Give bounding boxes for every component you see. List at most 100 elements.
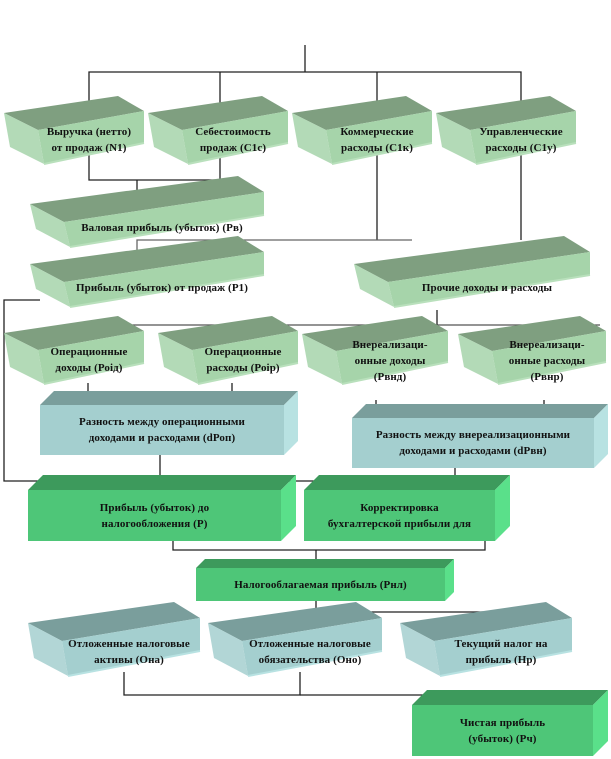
node-label-line: обязательства (Оно) bbox=[258, 653, 362, 666]
box-shape bbox=[158, 316, 299, 385]
box-top-face bbox=[352, 404, 608, 418]
box-front-face bbox=[40, 405, 284, 455]
box-shape bbox=[28, 602, 201, 677]
box-front-face bbox=[352, 418, 594, 468]
box-front-face bbox=[470, 111, 576, 164]
box-front-face bbox=[434, 618, 572, 676]
box-side-face bbox=[354, 264, 394, 307]
box-side-face bbox=[30, 264, 70, 307]
node-nonoperating-income: Внереализаци-онные доходы(Рвнд) bbox=[302, 312, 449, 385]
box-front-face bbox=[242, 618, 382, 676]
node-label-line: Отложенные налоговые bbox=[68, 637, 190, 650]
connector bbox=[123, 672, 301, 696]
node-label: Валовая прибыль (убыток) (Рв) bbox=[60, 214, 264, 241]
connector bbox=[88, 155, 221, 181]
box-side-face bbox=[4, 333, 44, 384]
node-label-line: Чистая прибыль bbox=[459, 716, 546, 729]
box-top-face bbox=[28, 602, 200, 641]
node-label-line: Разность между внереализационными bbox=[375, 429, 571, 441]
box-front-face bbox=[38, 111, 144, 164]
node-label-line: Разность между операционными bbox=[79, 416, 245, 428]
node-nonoperating-expenses: Внереализаци-онные расходы (Рвнр) bbox=[458, 312, 607, 385]
box-top-face bbox=[148, 96, 288, 130]
box-shape bbox=[400, 602, 573, 677]
node-net-profit: Чистая прибыль(убыток) (Рч) bbox=[412, 690, 608, 756]
node-label-line: Прибыль (убыток) от продаж (Р1) bbox=[75, 281, 249, 294]
box-side-face bbox=[458, 334, 498, 384]
node-label-line: прибыль (Нр) bbox=[465, 653, 537, 666]
box-top-face bbox=[304, 475, 510, 490]
box-front-face bbox=[412, 705, 593, 756]
node-label-line: онные расходы bbox=[508, 354, 586, 367]
node-taxable-profit: Налогооблагаемая прибыль (Рнл) bbox=[196, 559, 454, 601]
box-top-face bbox=[436, 96, 576, 130]
node-label-line: Отложенные налоговые bbox=[249, 637, 371, 650]
box-side-face bbox=[593, 690, 608, 756]
node-label-line: Валовая прибыль (убыток) (Рв) bbox=[81, 221, 243, 234]
box-front-face bbox=[336, 331, 448, 384]
node-label-line: Операционные bbox=[50, 346, 128, 358]
box-top-face bbox=[40, 391, 298, 405]
node-label-line: Прочие доходы и расходы bbox=[421, 281, 553, 294]
node-sales-profit: Прибыль (убыток) от продаж (Р1) bbox=[30, 232, 265, 308]
node-label-line: активы (Она) bbox=[94, 653, 164, 666]
box-side-face bbox=[594, 404, 608, 468]
box-front-face bbox=[492, 331, 606, 384]
box-side-face bbox=[284, 391, 298, 455]
box-top-face bbox=[302, 316, 448, 351]
box-side-face bbox=[148, 113, 188, 164]
node-label: Текущий налог на прибыль (Нр) bbox=[430, 633, 572, 670]
box-shape bbox=[4, 96, 145, 165]
box-top-face bbox=[30, 176, 264, 222]
node-label: Разность между операционными доходами и р… bbox=[40, 405, 284, 455]
box-front-face bbox=[192, 331, 298, 384]
box-shape bbox=[196, 559, 454, 601]
node-label-line: Текущий налог на bbox=[454, 637, 548, 650]
box-top-face bbox=[30, 236, 264, 282]
box-front-face bbox=[38, 331, 144, 384]
node-label: Отложенные налоговые активы (Она) bbox=[58, 633, 200, 670]
node-label-line: налогообложения (Р) bbox=[101, 517, 208, 530]
box-shape bbox=[208, 602, 383, 677]
box-front-face bbox=[182, 111, 288, 164]
node-label: Налогооблагаемая прибыль (Рнл) bbox=[196, 568, 445, 601]
box-shape bbox=[40, 391, 298, 455]
box-top-face bbox=[292, 96, 432, 130]
node-operating-diff: Разность между операционными доходами и р… bbox=[40, 391, 298, 455]
box-front-face bbox=[388, 252, 590, 307]
box-front-face bbox=[62, 618, 200, 676]
node-label-line: (Рвнр) bbox=[530, 370, 564, 383]
node-other-income-expenses: Прочие доходы и расходы bbox=[354, 232, 591, 308]
node-label-line: Внереализаци- bbox=[352, 338, 428, 351]
box-side-face bbox=[30, 204, 70, 247]
node-label-line: Внереализаци- bbox=[509, 338, 585, 351]
box-shape bbox=[436, 96, 577, 165]
box-side-face bbox=[28, 623, 68, 676]
box-side-face bbox=[445, 559, 454, 601]
box-shape bbox=[28, 475, 296, 541]
box-side-face bbox=[436, 113, 476, 164]
connector bbox=[172, 540, 486, 551]
node-label-line: Себестоимость bbox=[195, 126, 271, 138]
box-top-face bbox=[28, 475, 296, 490]
node-deferred-tax-assets: Отложенные налоговые активы (Она) bbox=[28, 598, 201, 677]
box-shape bbox=[292, 96, 433, 165]
box-top-face bbox=[400, 602, 572, 641]
node-label-line: доходами и расходами (dРоп) bbox=[88, 432, 236, 444]
node-label-line: Корректировка bbox=[360, 501, 439, 514]
box-top-face bbox=[412, 690, 608, 705]
node-label: Прочие доходы и расходы bbox=[384, 274, 590, 301]
box-top-face bbox=[4, 316, 144, 350]
node-label-line: Операционные bbox=[204, 346, 282, 358]
